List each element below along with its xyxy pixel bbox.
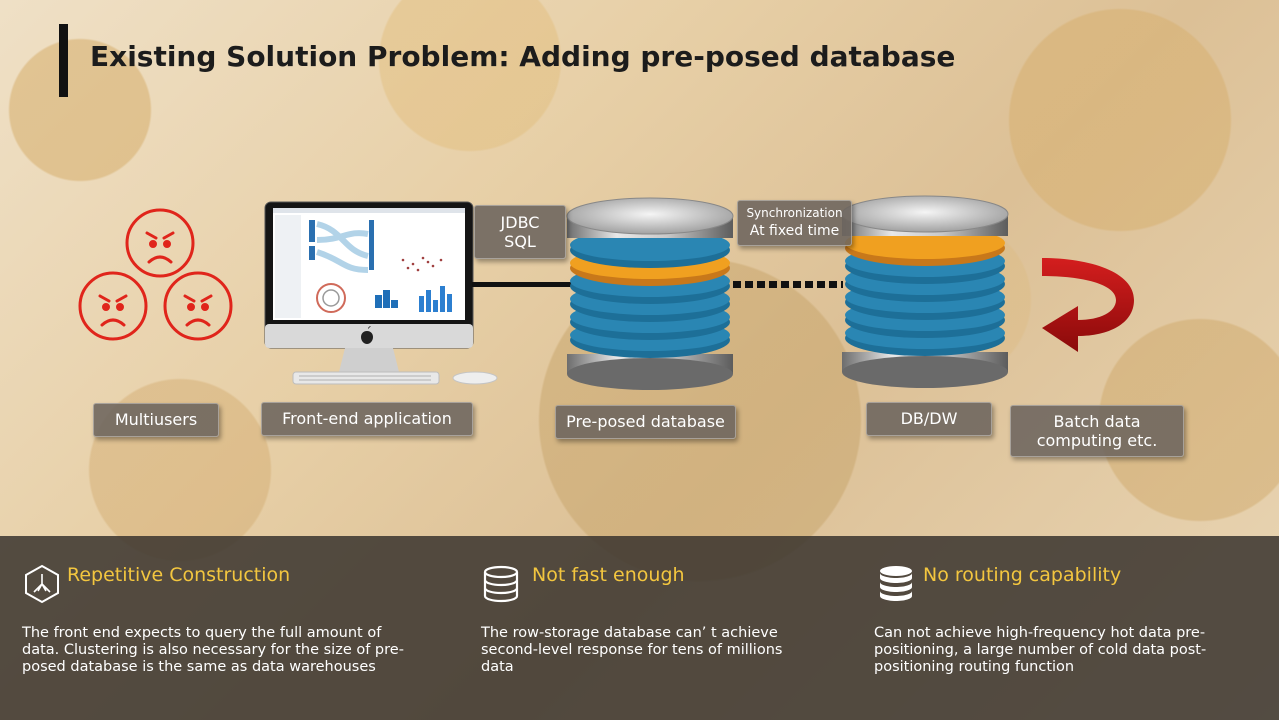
database-stack-icon: [880, 566, 912, 601]
batch-data-text: Batch data: [1053, 411, 1141, 431]
synchronization-text: Synchronization: [746, 205, 843, 220]
jdbc-connection-line: [472, 282, 572, 287]
computing-etc-text: computing etc.: [1036, 431, 1158, 450]
feature-description: The row-storage database can’ t achieve …: [481, 625, 783, 675]
hexagon-network-icon: [25, 564, 59, 604]
feature-title: Repetitive Construction: [67, 564, 291, 586]
jdbc-sql-label: JDBC SQL: [474, 205, 566, 259]
sql-label-text: SQL: [504, 232, 536, 251]
database-icon: [483, 565, 519, 603]
preposed-database-icon: [566, 197, 734, 390]
batch-computing-label: Batch data computing etc.: [1010, 405, 1184, 457]
title-accent-bar: [59, 24, 68, 97]
computer-monitor-icon: [264, 201, 498, 385]
curved-arrow-icon: [1042, 258, 1134, 352]
page-title: Existing Solution Problem: Adding pre-po…: [90, 40, 956, 73]
feature-title: Not fast enough: [532, 564, 685, 586]
multiusers-label: Multiusers: [93, 403, 219, 437]
angry-face-icon: [78, 271, 148, 341]
feature-description: The front end expects to query the full …: [22, 625, 404, 675]
angry-face-icon: [163, 271, 233, 341]
multiusers-icon: [78, 208, 233, 341]
problems-panel: Repetitive Construction The front end ex…: [0, 536, 1279, 720]
fixed-time-text: At fixed time: [749, 222, 840, 239]
synchronization-label: Synchronization At fixed time: [737, 200, 852, 246]
preposed-database-label: Pre-posed database: [555, 405, 736, 439]
feature-title: No routing capability: [923, 564, 1122, 586]
sync-dotted-line: [733, 281, 843, 288]
feature-description: Can not achieve high-frequency hot data …: [874, 625, 1207, 675]
dbdw-label: DB/DW: [866, 402, 992, 436]
dbdw-database-icon: [841, 195, 1009, 388]
jdbc-label-text: JDBC: [500, 212, 540, 232]
angry-face-icon: [125, 208, 195, 278]
frontend-application-label: Front-end application: [261, 402, 473, 436]
